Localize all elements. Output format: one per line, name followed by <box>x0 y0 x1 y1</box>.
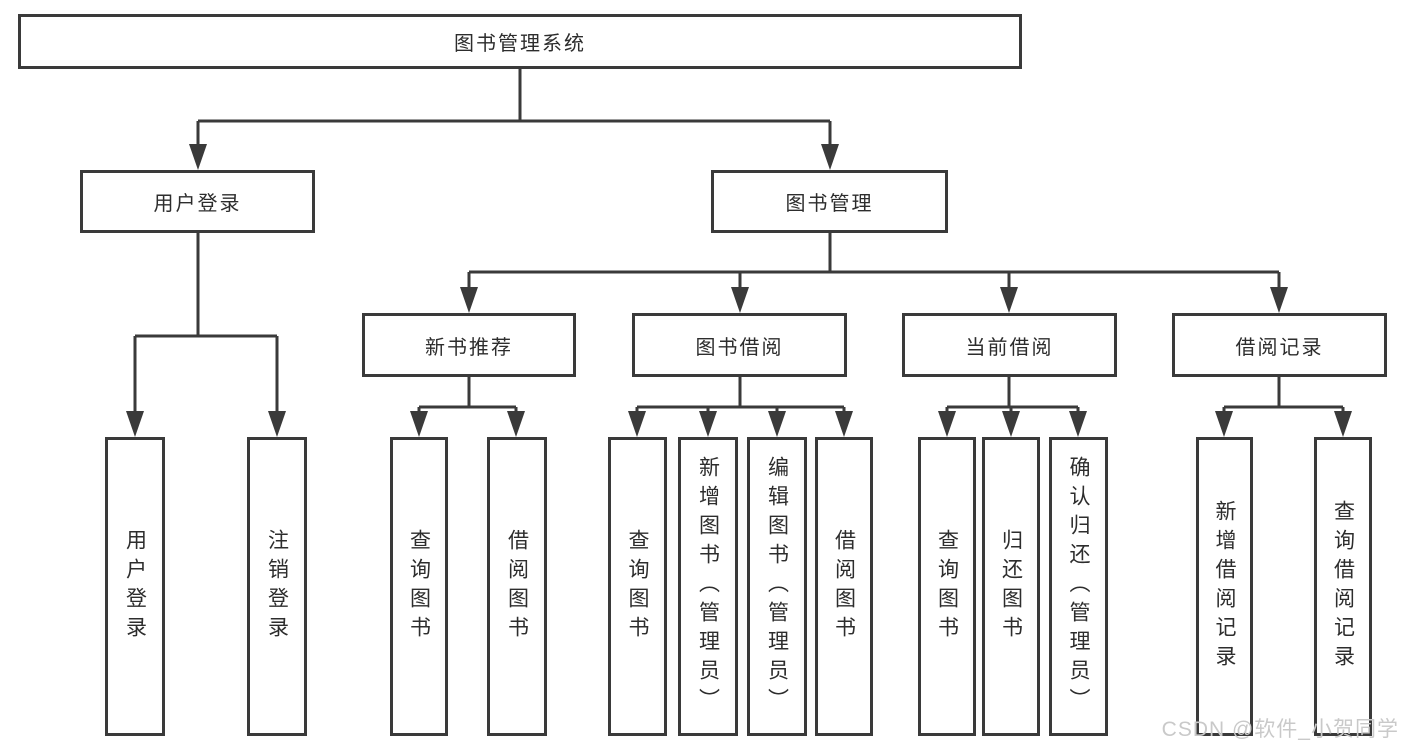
node-library-management-system: 图书管理系统 <box>18 14 1022 69</box>
leaf-confirm-return-admin: 确认归还（管理员） <box>1049 437 1108 736</box>
node-label: 注销登录 <box>265 528 289 645</box>
watermark: CSDN @软件_小贺同学 <box>1161 718 1399 741</box>
node-label: 当前借阅 <box>965 336 1054 359</box>
leaf-borrow-books: 借阅图书 <box>815 437 873 736</box>
node-label: 新增借阅记录 <box>1213 499 1236 674</box>
leaf-user-login: 用户登录 <box>105 437 165 736</box>
node-label: 借阅记录 <box>1235 336 1324 359</box>
node-book-management: 图书管理 <box>711 170 948 233</box>
node-label: 确认归还（管理员） <box>1067 456 1090 717</box>
node-label: 用户登录 <box>153 193 242 215</box>
leaf-add-borrow-record: 新增借阅记录 <box>1196 437 1253 736</box>
node-user-login: 用户登录 <box>80 170 315 233</box>
leaf-add-books-admin: 新增图书（管理员） <box>678 437 738 736</box>
node-book-borrowing: 图书借阅 <box>632 313 847 377</box>
node-label: 图书管理 <box>785 193 874 215</box>
leaf-query-books-recommend: 查询图书 <box>390 437 448 736</box>
leaf-query-borrow-record: 查询借阅记录 <box>1314 437 1372 736</box>
leaf-borrow-books-recommend: 借阅图书 <box>487 437 547 736</box>
node-new-book-recommendation: 新书推荐 <box>362 313 576 377</box>
node-label: 查询图书 <box>935 528 959 645</box>
node-label: 查询图书 <box>626 528 649 645</box>
node-label: 查询借阅记录 <box>1331 499 1355 674</box>
leaf-return-books: 归还图书 <box>982 437 1040 736</box>
node-label: 新书推荐 <box>425 336 513 359</box>
node-label: 新增图书（管理员） <box>696 456 720 717</box>
node-label: 编辑图书（管理员） <box>765 456 789 717</box>
node-label: 图书借阅 <box>695 336 784 359</box>
leaf-query-books-current: 查询图书 <box>918 437 976 736</box>
node-label: 归还图书 <box>999 528 1023 645</box>
leaf-logout: 注销登录 <box>247 437 307 736</box>
leaf-query-books-borrowing: 查询图书 <box>608 437 667 736</box>
node-label: 图书管理系统 <box>454 33 586 55</box>
node-label: 借阅图书 <box>832 528 856 645</box>
node-label: 借阅图书 <box>505 528 529 645</box>
node-current-borrowing: 当前借阅 <box>902 313 1117 377</box>
node-borrowing-records: 借阅记录 <box>1172 313 1387 377</box>
leaf-edit-books-admin: 编辑图书（管理员） <box>747 437 807 736</box>
node-label: 用户登录 <box>123 528 147 645</box>
node-label: 查询图书 <box>407 528 431 645</box>
